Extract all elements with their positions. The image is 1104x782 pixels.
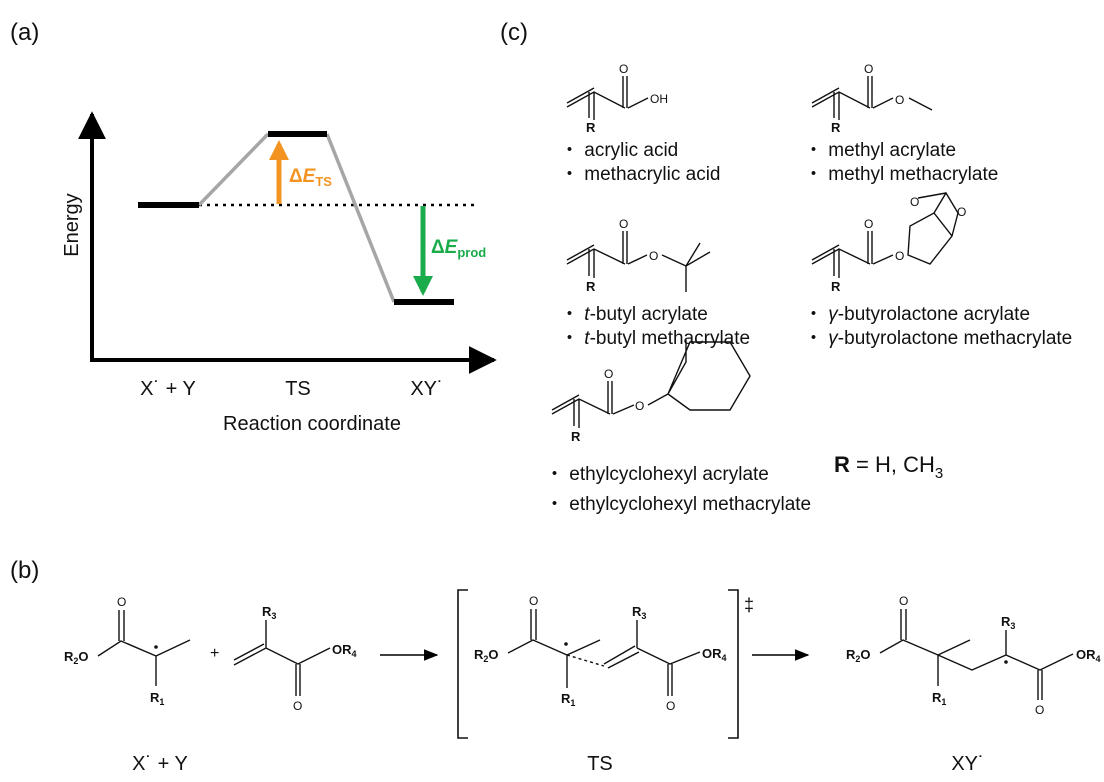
- plus-sign: +: [210, 645, 219, 662]
- panel-a-label: (a): [10, 19, 39, 46]
- ts-point-label: TS: [285, 378, 311, 400]
- svg-text:R1: R1: [561, 691, 575, 708]
- product-point-label: XY˙: [410, 378, 443, 400]
- svg-text:OR4: OR4: [702, 646, 727, 663]
- methacrylic-acid-name: ・ methacrylic acid: [560, 164, 721, 185]
- ts-structure: O R2O R1 R3 OR4 O: [474, 594, 727, 713]
- r-definition: R = H, CH3: [834, 452, 943, 482]
- svg-text:O: O: [117, 595, 126, 609]
- svg-text:O: O: [957, 205, 966, 219]
- ecyh-methacrylate-name: ・ ethylcyclohexyl methacrylate: [545, 494, 811, 515]
- svg-text:R3: R3: [262, 604, 276, 621]
- gbl-acrylate-name: ・ γ-butyrolactone acrylate: [804, 304, 1030, 325]
- svg-text:O: O: [649, 249, 658, 263]
- t-butyl-acrylate-name: ・ t-butyl acrylate: [560, 304, 708, 325]
- svg-text:R: R: [586, 279, 596, 294]
- svg-text:O: O: [899, 594, 908, 608]
- svg-text:OR4: OR4: [332, 642, 357, 659]
- panel-c-label: (c): [500, 19, 528, 46]
- delta-eprod-label: ΔEprod: [431, 237, 486, 260]
- svg-text:O: O: [604, 367, 613, 381]
- svg-text:O: O: [529, 594, 538, 608]
- product-radical-structure: O R2O R1 R3 OR4 O: [846, 594, 1101, 717]
- svg-text:R1: R1: [932, 690, 946, 707]
- t-butyl-methacrylate-name: ・ t-butyl methacrylate: [560, 328, 750, 349]
- svg-text:O: O: [864, 217, 873, 231]
- svg-text:R2O: R2O: [64, 649, 89, 666]
- x-axis-label: Reaction coordinate: [223, 413, 401, 435]
- methyl-methacrylate-name: ・ methyl methacrylate: [804, 164, 998, 185]
- svg-text:R3: R3: [1001, 614, 1015, 631]
- svg-text:O: O: [619, 217, 628, 231]
- svg-text:O: O: [619, 62, 628, 76]
- ecyh-acrylate-name: ・ ethylcyclohexyl acrylate: [545, 464, 769, 485]
- reactant-radical-structure: O R2O R1: [64, 595, 191, 707]
- svg-text:O: O: [1035, 703, 1044, 717]
- ecyh-acrylate-structure: O O R: [551, 340, 751, 444]
- svg-text:OR4: OR4: [1076, 647, 1101, 664]
- reactant-point-label: X˙ + Y: [140, 378, 196, 400]
- gbl-methacrylate-name: ・ γ-butyrolactone methacrylate: [804, 328, 1072, 349]
- svg-text:R2O: R2O: [474, 647, 499, 664]
- svg-text:O: O: [895, 249, 904, 263]
- product-caption: XY˙: [951, 753, 984, 775]
- ts-caption: TS: [587, 753, 613, 775]
- path-to-ts: [197, 132, 270, 207]
- svg-text:R: R: [586, 120, 596, 135]
- svg-text:O: O: [635, 399, 644, 413]
- methyl-acrylate-structure: O O R: [811, 62, 933, 135]
- energy-diagram: Energy Reaction coordinate X˙ + Y TS XY˙…: [61, 111, 497, 435]
- t-butyl-acrylate-structure: O O R: [566, 217, 711, 294]
- ts-right-bracket: [728, 589, 739, 739]
- y-axis-label: Energy: [61, 193, 83, 256]
- svg-text:R: R: [831, 279, 841, 294]
- path-to-product: [325, 133, 396, 303]
- double-dagger: ‡: [744, 595, 754, 615]
- reactant-caption: X˙ + Y: [132, 753, 188, 775]
- svg-text:R2O: R2O: [846, 647, 871, 664]
- monomer-y-structure: R3 OR4 O: [233, 604, 357, 713]
- svg-text:O: O: [666, 699, 675, 713]
- acrylic-acid-structure: O OH R: [566, 62, 668, 135]
- svg-text:O: O: [864, 62, 873, 76]
- svg-text:OH: OH: [650, 92, 668, 106]
- svg-text:R1: R1: [150, 690, 164, 707]
- svg-text:R: R: [571, 429, 581, 444]
- svg-text:O: O: [910, 195, 919, 209]
- svg-text:O: O: [895, 93, 904, 107]
- gbl-acrylate-structure: O O O O R: [811, 191, 966, 294]
- ts-left-bracket: [457, 589, 468, 739]
- svg-text:R: R: [831, 120, 841, 135]
- svg-text:R3: R3: [632, 604, 646, 621]
- methyl-acrylate-name: ・ methyl acrylate: [804, 140, 956, 161]
- panel-b-label: (b): [10, 557, 39, 584]
- acrylic-acid-name: ・ acrylic acid: [560, 140, 678, 161]
- delta-ets-label: ΔETS: [289, 166, 332, 189]
- svg-text:O: O: [293, 699, 302, 713]
